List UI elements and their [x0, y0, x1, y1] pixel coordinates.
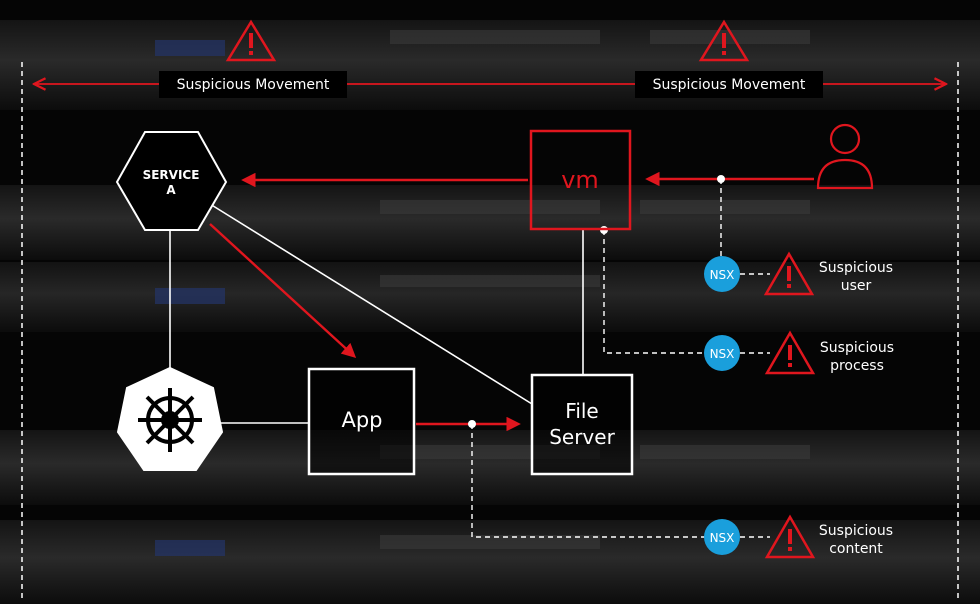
- svg-text:Suspicious: Suspicious: [819, 260, 893, 276]
- svg-text:SERVICE: SERVICE: [143, 168, 200, 182]
- tap-point: [717, 175, 725, 183]
- warning-icon: [763, 251, 815, 296]
- svg-text:Suspicious: Suspicious: [820, 340, 894, 356]
- svg-text:Suspicious Movement: Suspicious Movement: [653, 77, 806, 93]
- nsx-badge-content: NSX: [704, 519, 740, 555]
- nsx-badge-user: NSX: [704, 256, 740, 292]
- svg-text:File: File: [565, 399, 598, 423]
- svg-text:Suspicious: Suspicious: [819, 523, 893, 539]
- alert-label-process: Suspicious process: [820, 340, 894, 374]
- alert-label-content: Suspicious content: [819, 523, 893, 557]
- tap-point: [468, 420, 476, 428]
- warning-icon: [225, 19, 277, 62]
- svg-text:A: A: [166, 183, 176, 197]
- kubernetes-node: [116, 366, 224, 471]
- monitor-dashed-lines: [471, 179, 770, 538]
- alert-label-user: Suspicious user: [819, 260, 893, 294]
- service-a-node: SERVICE A: [115, 131, 228, 231]
- svg-text:Suspicious Movement: Suspicious Movement: [177, 77, 330, 93]
- warning-icon: [698, 19, 750, 62]
- app-node: App: [307, 367, 416, 476]
- svg-text:App: App: [341, 408, 382, 432]
- svg-text:content: content: [829, 541, 883, 557]
- svg-text:NSX: NSX: [710, 268, 735, 282]
- kubernetes-helm-icon: [138, 388, 202, 452]
- vm-node: vm: [529, 129, 632, 231]
- white-connections: [169, 203, 584, 424]
- svg-text:process: process: [830, 358, 884, 374]
- nsx-badge-process: NSX: [704, 335, 740, 371]
- suspicious-movement-label-left: Suspicious Movement: [159, 71, 347, 98]
- svg-text:vm: vm: [561, 166, 599, 194]
- svg-text:user: user: [841, 278, 872, 294]
- svg-text:NSX: NSX: [710, 347, 735, 361]
- warning-icon: [764, 330, 816, 375]
- warning-icon: [764, 514, 816, 559]
- svg-text:Server: Server: [549, 425, 615, 449]
- red-flows: [209, 171, 814, 432]
- suspicious-movement-label-right: Suspicious Movement: [635, 71, 823, 98]
- user-icon: [816, 123, 874, 190]
- svg-text:NSX: NSX: [710, 531, 735, 545]
- file-server-node: File Server: [530, 373, 634, 476]
